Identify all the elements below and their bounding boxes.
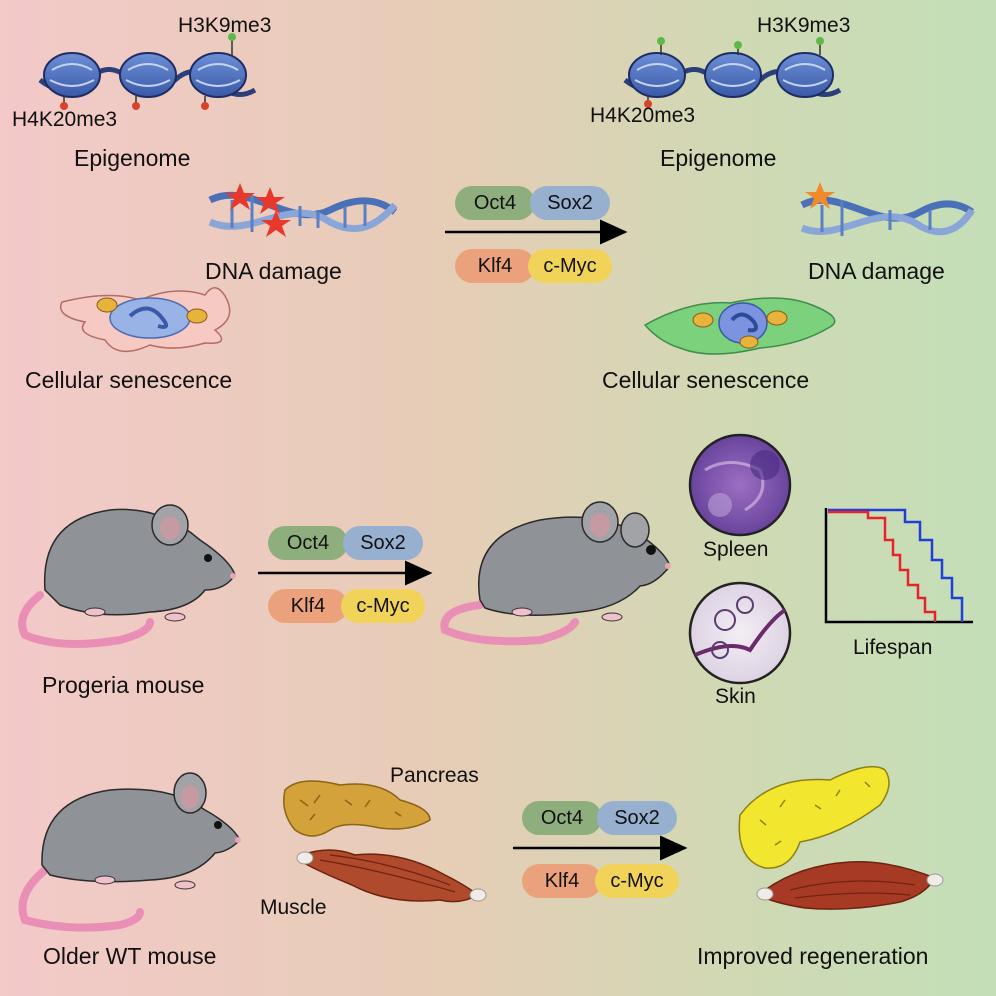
nucleosome-left-2 bbox=[119, 52, 177, 98]
dna-damage-label-right: DNA damage bbox=[808, 258, 945, 284]
progeria-mouse-label: Progeria mouse bbox=[42, 672, 205, 698]
factor-sox2-middle: Sox2 bbox=[343, 526, 423, 560]
spleen-label: Spleen bbox=[703, 538, 769, 561]
epigenome-label-left: Epigenome bbox=[74, 145, 191, 171]
damage-star-icon bbox=[255, 187, 285, 214]
treated-mouse-illustration bbox=[440, 501, 671, 646]
factor-klf4-bottom: Klf4 bbox=[522, 864, 602, 898]
factor-klf4-top: Klf4 bbox=[455, 249, 535, 283]
spleen-histology-circle bbox=[688, 433, 792, 537]
factor-oct4-middle: Oct4 bbox=[268, 526, 348, 560]
lifespan-axes bbox=[824, 508, 973, 624]
h3k9me3-label-right: H3K9me3 bbox=[757, 14, 851, 37]
h3k9me3-mark bbox=[657, 37, 665, 45]
dna-damage-label-left: DNA damage bbox=[205, 258, 342, 284]
factor-oct4-top: Oct4 bbox=[455, 186, 535, 220]
lifespan-curve-control bbox=[828, 510, 937, 622]
improved-regeneration-label: Improved regeneration bbox=[697, 943, 929, 969]
factor-oct4-bottom: Oct4 bbox=[522, 801, 602, 835]
epigenome-label-right: Epigenome bbox=[660, 145, 777, 171]
lifespan-curve-treated bbox=[828, 508, 964, 622]
rejuvenated-cell-right bbox=[643, 297, 836, 355]
factor-cmyc-bottom: c-Myc bbox=[595, 864, 679, 898]
h3k9me3-label-left: H3K9me3 bbox=[178, 14, 272, 37]
skin-label: Skin bbox=[715, 685, 756, 708]
lifespan-label: Lifespan bbox=[853, 636, 933, 659]
nucleosome-left-1 bbox=[43, 52, 101, 98]
h3k9me3-mark bbox=[734, 41, 742, 49]
h4k20me3-mark bbox=[201, 102, 209, 110]
dna-helix-left bbox=[208, 183, 398, 237]
h3k9me3-mark bbox=[816, 37, 824, 45]
h4k20me3-mark bbox=[60, 102, 68, 110]
h4k20me3-mark bbox=[132, 102, 140, 110]
damage-star-icon bbox=[225, 183, 255, 210]
lifespan-survival-plot bbox=[824, 508, 973, 624]
h4k20me3-label-left: H4K20me3 bbox=[12, 108, 118, 131]
nucleosome-right-3 bbox=[776, 52, 834, 98]
nucleosome-chain-left bbox=[38, 33, 257, 110]
nucleosome-right-2 bbox=[704, 52, 762, 98]
factor-sox2-bottom: Sox2 bbox=[597, 801, 677, 835]
factor-cmyc-middle: c-Myc bbox=[341, 589, 425, 623]
senescence-label-left: Cellular senescence bbox=[25, 367, 233, 393]
nucleosome-left-3 bbox=[189, 52, 247, 98]
damage-star-icon bbox=[261, 210, 291, 237]
nucleosome-chain-right bbox=[623, 37, 842, 108]
dna-helix-right bbox=[800, 182, 975, 236]
old-pancreas-illustration bbox=[283, 780, 431, 837]
senescent-cell-left bbox=[60, 287, 231, 353]
older-wt-mouse-illustration bbox=[18, 772, 241, 932]
older-wt-mouse-label: Older WT mouse bbox=[43, 943, 217, 969]
damage-star-icon bbox=[805, 182, 835, 209]
senescence-label-right: Cellular senescence bbox=[602, 367, 810, 393]
h4k20me3-mark bbox=[644, 100, 652, 108]
nucleosome-right-1 bbox=[628, 52, 686, 98]
skin-histology-circle bbox=[688, 581, 792, 685]
h4k20me3-label-right: H4K20me3 bbox=[590, 104, 696, 127]
factor-klf4-middle: Klf4 bbox=[268, 589, 348, 623]
progeria-mouse-illustration bbox=[18, 504, 236, 648]
regenerated-pancreas-illustration bbox=[738, 765, 890, 869]
regenerated-muscle-illustration bbox=[756, 861, 944, 910]
pancreas-label: Pancreas bbox=[390, 764, 479, 787]
muscle-label: Muscle bbox=[260, 896, 327, 919]
h3k9me3-mark bbox=[228, 33, 236, 41]
factor-cmyc-top: c-Myc bbox=[528, 249, 612, 283]
factor-sox2-top: Sox2 bbox=[530, 186, 610, 220]
old-muscle-illustration bbox=[296, 849, 487, 903]
